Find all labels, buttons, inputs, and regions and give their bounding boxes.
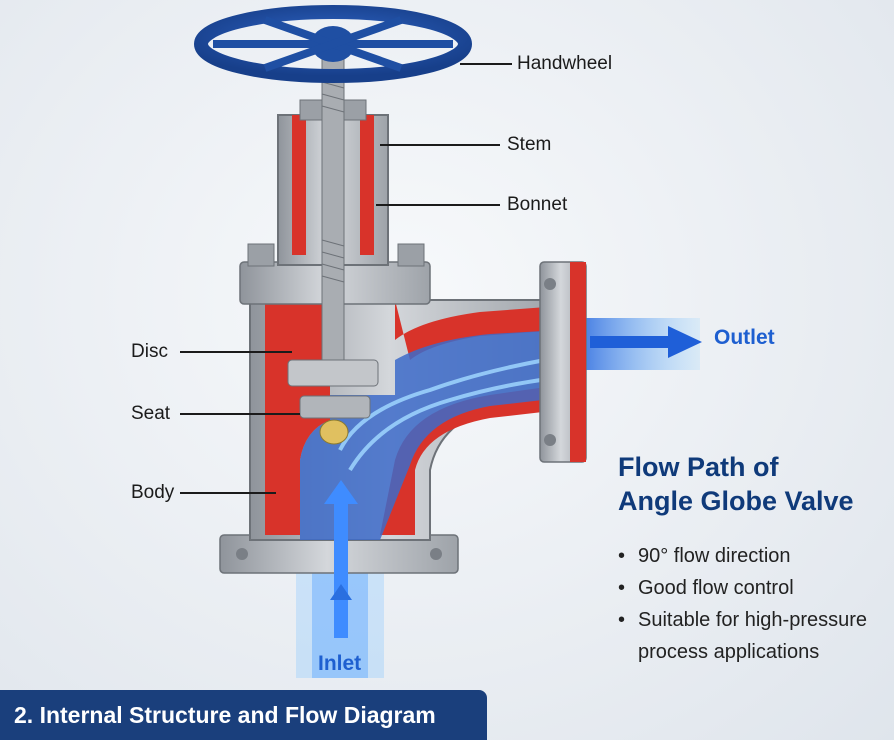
- label-inlet: Inlet: [318, 652, 362, 675]
- label-stem: Stem: [507, 134, 552, 155]
- feature-item: Suitable for high-pressure process appli…: [618, 604, 888, 668]
- feature-list: 90° flow direction Good flow control Sui…: [618, 540, 888, 668]
- label-outlet: Outlet: [714, 326, 775, 349]
- label-seat: Seat: [131, 403, 171, 424]
- flow-channel: [300, 330, 560, 540]
- outlet-flange: [539, 261, 587, 463]
- label-handwheel: Handwheel: [517, 53, 613, 74]
- info-title-line1: Flow Path of: [618, 452, 779, 482]
- arrow-right-icon: [590, 326, 702, 358]
- section-banner: 2. Internal Structure and Flow Diagram: [0, 690, 487, 740]
- body-cutaway: [265, 300, 330, 535]
- label-body: Body: [131, 482, 175, 503]
- section-title: 2. Internal Structure and Flow Diagram: [14, 702, 436, 728]
- info-title-line2: Angle Globe Valve: [618, 486, 854, 516]
- handwheel: [194, 5, 472, 83]
- leader-lines: [180, 63, 512, 494]
- flow-streaks: [338, 358, 556, 472]
- feature-item: 90° flow direction: [618, 540, 888, 572]
- label-disc: Disc: [131, 341, 168, 362]
- info-title: Flow Path of Angle Globe Valve: [618, 450, 854, 518]
- feature-text: Suitable for high-pressure: [638, 609, 868, 631]
- feature-item: Good flow control: [618, 572, 888, 604]
- arrow-up-icon: [324, 480, 358, 638]
- feature-text-continued: process applications: [638, 641, 820, 663]
- feature-text: 90° flow direction: [638, 545, 791, 567]
- disc-seat-assembly: [287, 359, 379, 445]
- stem: [321, 49, 345, 361]
- feature-text: Good flow control: [638, 577, 794, 599]
- label-bonnet: Bonnet: [507, 194, 568, 215]
